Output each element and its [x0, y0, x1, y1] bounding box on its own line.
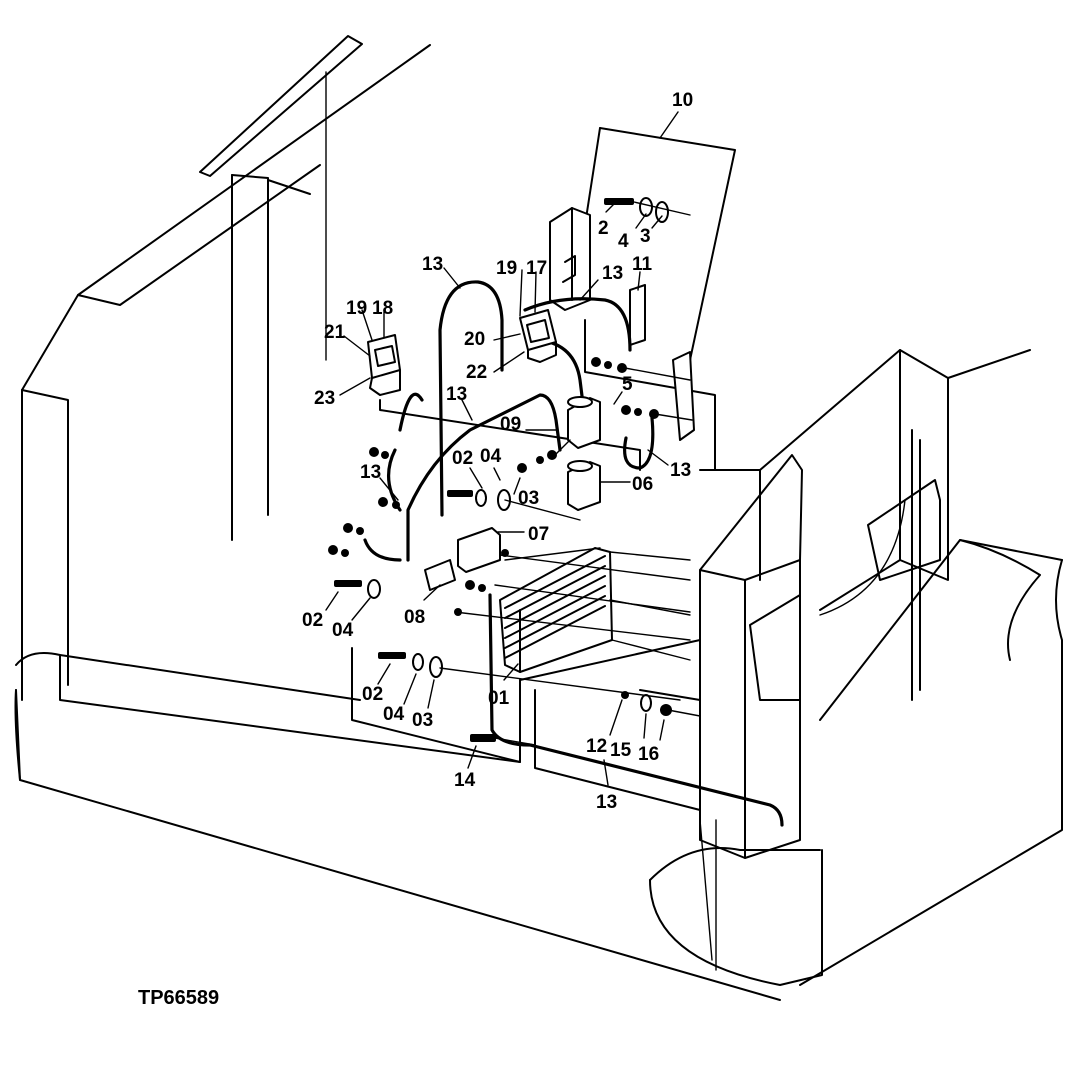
callout-13-bottom: 13 [596, 792, 617, 813]
callout-4: 4 [618, 231, 629, 252]
callout-04-lower: 04 [383, 704, 405, 725]
fasteners [328, 197, 672, 742]
callout-13-top-right: 13 [602, 263, 623, 284]
callout-01: 01 [488, 688, 510, 709]
callout-13-right: 13 [670, 460, 691, 481]
callout-23: 23 [314, 388, 335, 409]
callout-labels: 10 2 4 3 11 13 19 17 13 19 18 21 20 22 2… [302, 90, 693, 813]
callout-09: 09 [500, 414, 521, 435]
callout-14: 14 [454, 770, 476, 791]
callout-5: 5 [622, 374, 633, 395]
callout-04-mid: 04 [332, 620, 354, 641]
callout-20: 20 [464, 329, 485, 350]
callout-13-mid: 13 [446, 384, 467, 405]
machine-frame [14, 35, 1063, 1001]
callout-21: 21 [324, 322, 346, 343]
relay-center [519, 309, 557, 363]
callout-19-left: 19 [346, 298, 367, 319]
callout-2: 2 [598, 218, 609, 239]
callout-03-lower: 03 [412, 710, 433, 731]
callout-06: 06 [632, 474, 653, 495]
callout-3: 3 [640, 226, 651, 247]
circuit-breaker-06 [567, 460, 601, 511]
callout-19-center: 19 [496, 258, 517, 279]
callout-03-upper: 03 [518, 488, 539, 509]
callout-22: 22 [466, 362, 487, 383]
hinged-cover-panel [549, 127, 736, 441]
callout-08: 08 [404, 607, 425, 628]
callout-02-mid: 02 [302, 610, 323, 631]
wiring-harness [363, 280, 784, 827]
leader-lines [325, 111, 679, 786]
circuit-breaker-09 [567, 396, 601, 449]
callout-17: 17 [526, 258, 547, 279]
mounting-lines [439, 201, 701, 746]
terminal-block-08 [424, 559, 456, 591]
callout-18: 18 [372, 298, 393, 319]
callout-13-top-left: 13 [422, 254, 443, 275]
callout-02-lower: 02 [362, 684, 383, 705]
relay-left [367, 334, 401, 396]
callout-11: 11 [632, 254, 653, 275]
callout-15: 15 [610, 740, 632, 761]
callout-02-upper: 02 [452, 448, 473, 469]
callout-12: 12 [586, 736, 607, 757]
figure-id: TP66589 [138, 987, 219, 1009]
callout-07: 07 [528, 524, 549, 545]
resistor-heatsink-01 [499, 547, 613, 673]
callout-16: 16 [638, 744, 659, 765]
callout-04-upper: 04 [480, 446, 502, 467]
callout-13-left: 13 [360, 462, 381, 483]
callout-10: 10 [672, 90, 693, 111]
terminal-block-07 [457, 527, 501, 573]
